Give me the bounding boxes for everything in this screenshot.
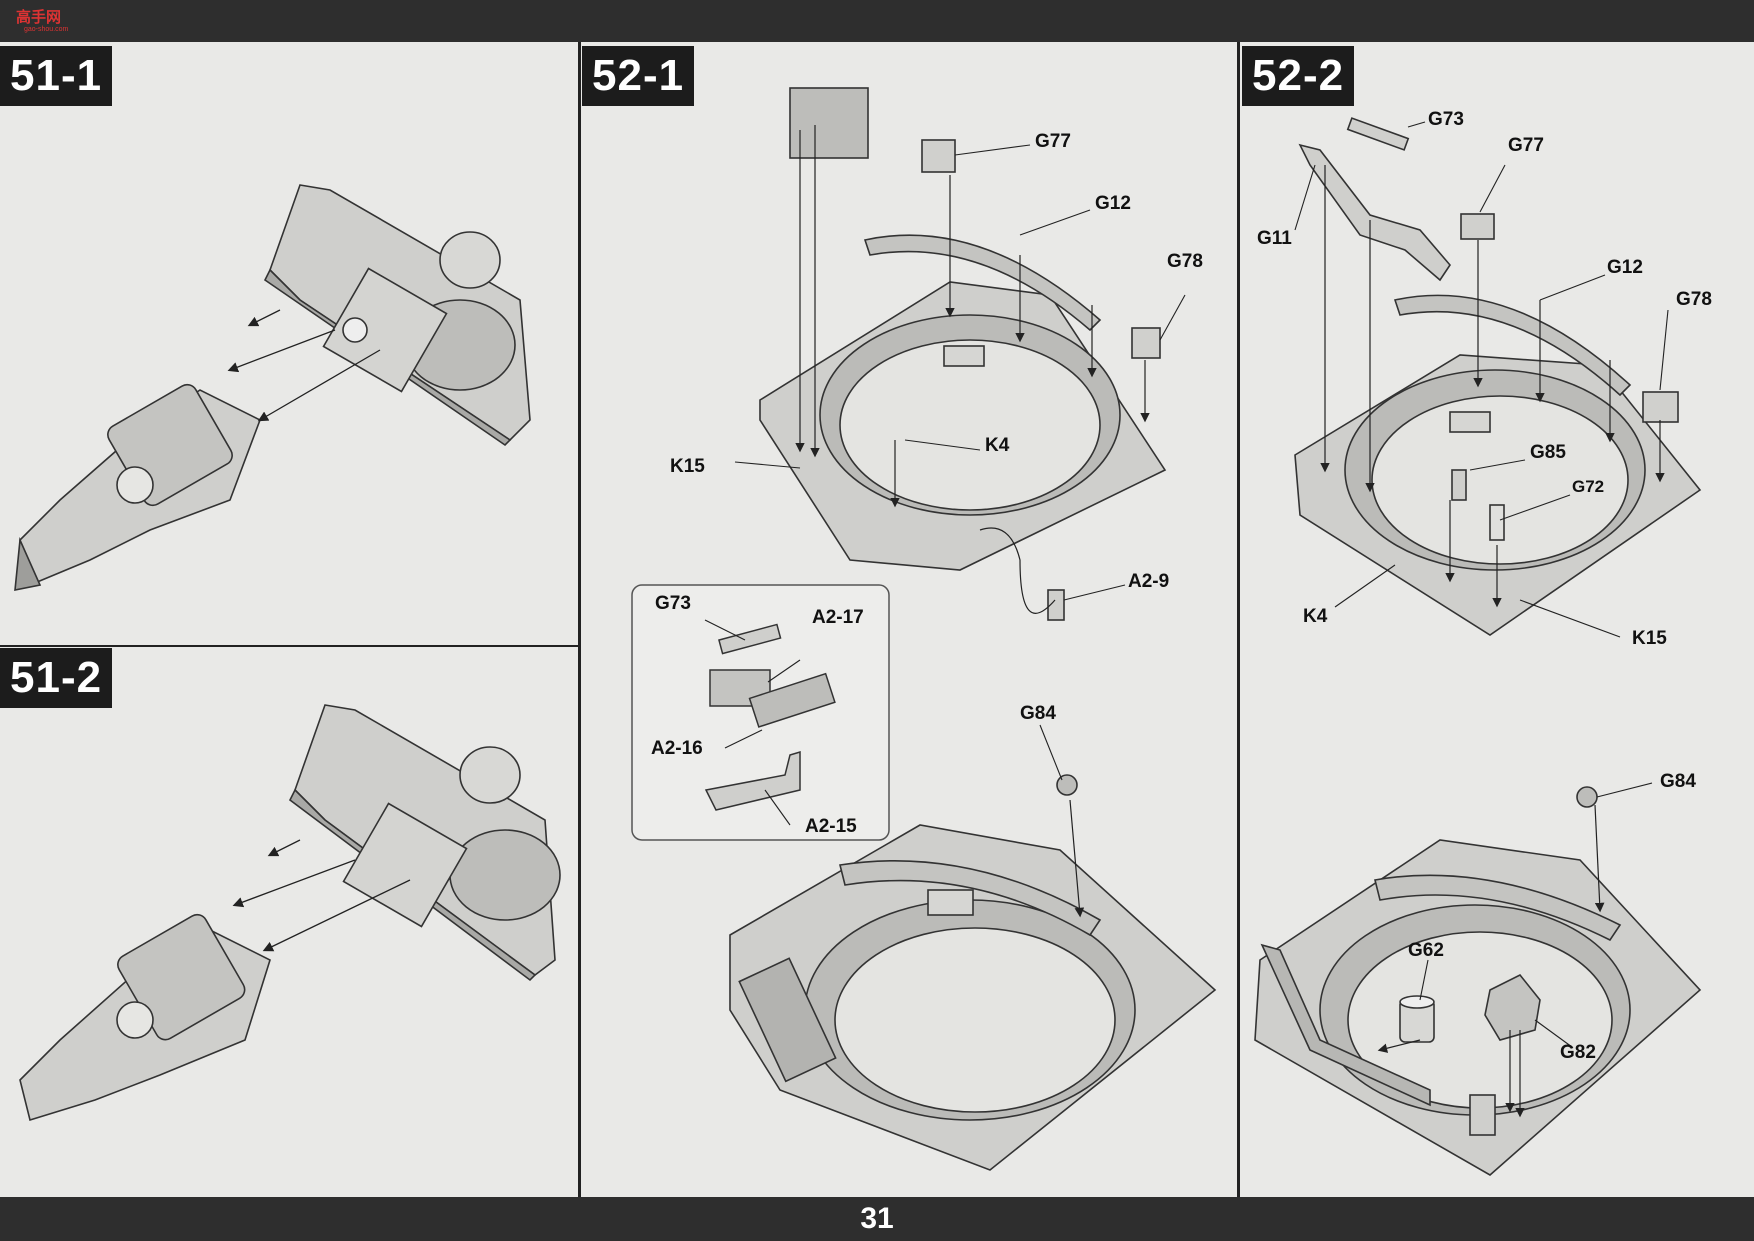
divider-right	[1237, 42, 1240, 1197]
step-label-51-2: 51-2	[0, 648, 113, 708]
label-a2-17-inset: A2-17	[812, 607, 864, 628]
label-g84-52-2: G84	[1660, 771, 1696, 792]
label-k15-52-2: K15	[1632, 628, 1667, 649]
label-a2-15-inset: A2-15	[805, 816, 857, 837]
watermark-sub: gao-shou.com	[24, 26, 69, 33]
label-k4-52-1: K4	[985, 435, 1010, 456]
label-g73-inset: G73	[655, 593, 691, 614]
sight-parts-inset	[704, 623, 836, 811]
label-g85-52-2: G85	[1530, 442, 1566, 463]
watermark-logo: 高手网 gao-shou.com	[6, 4, 70, 34]
label-g84-52-1: G84	[1020, 703, 1056, 724]
label-a2-16-inset: A2-16	[651, 738, 703, 759]
gun-breech-51-1	[14, 383, 262, 591]
label-k4-52-2: K4	[1303, 606, 1328, 627]
step-label-52-1: 52-1	[582, 46, 695, 106]
label-g73-52-2: G73	[1428, 109, 1464, 130]
label-a2-9-52-1: A2-9	[1128, 571, 1170, 592]
label-g77-52-1: G77	[1035, 131, 1071, 152]
mantlet-assembly-51-1	[263, 184, 531, 447]
label-g11-52-2: G11	[1257, 228, 1292, 249]
page-number: 31	[860, 1202, 894, 1235]
label-g72-52-2: G72	[1572, 477, 1605, 496]
divider-left	[578, 42, 581, 1197]
label-g12-52-1: G12	[1095, 193, 1131, 214]
label-g12-52-2: G12	[1607, 257, 1643, 278]
turret-floor-52-2-bottom	[1254, 786, 1702, 1176]
gun-breech-51-2	[19, 913, 271, 1122]
step-label-51-1: 51-1	[0, 46, 113, 106]
label-g82-52-2: G82	[1560, 1042, 1596, 1063]
divider-51	[0, 645, 578, 647]
top-bar	[0, 0, 1754, 42]
turret-floor-52-1-bottom	[729, 774, 1217, 1171]
label-g78-52-2: G78	[1676, 289, 1712, 310]
watermark-text: 高手网	[16, 9, 62, 26]
turret-floor-52-1-top	[759, 87, 1167, 621]
label-k15-52-1: K15	[670, 456, 705, 477]
bottom-bar	[0, 1197, 1754, 1241]
mantlet-assembly-51-2	[288, 704, 561, 982]
label-g78-52-1: G78	[1167, 251, 1203, 272]
label-g77-52-2: G77	[1508, 135, 1544, 156]
label-g62-52-2: G62	[1408, 940, 1444, 961]
step-label-52-2: 52-2	[1242, 46, 1355, 106]
turret-floor-52-2-top	[1294, 117, 1702, 636]
